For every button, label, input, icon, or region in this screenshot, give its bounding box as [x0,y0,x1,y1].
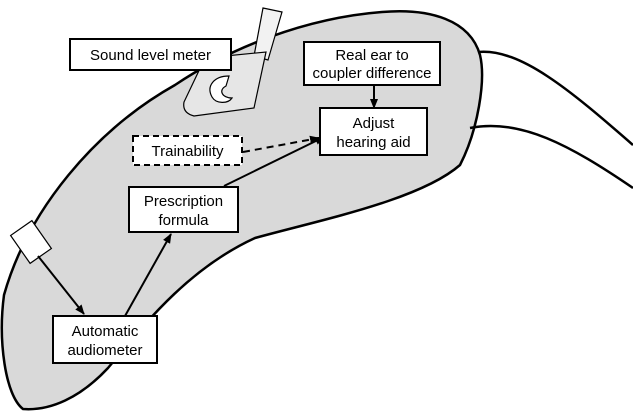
automatic-audiometer-box: Automatic audiometer [52,315,158,364]
hearing-aid-tube-upper [477,50,633,146]
prescription-label-line1: Prescription [144,193,223,210]
real-ear-box: Real ear to coupler difference [303,41,441,86]
probe-tab-icon [9,219,53,265]
arrow-probe-to-audiometer [37,255,85,315]
arrow-trainability-to-adjust [242,135,320,153]
sound-level-meter-box: Sound level meter [69,38,232,71]
prescription-label-line2: formula [158,212,209,229]
real-ear-label-line1: Real ear to [335,47,408,64]
prescription-formula-box: Prescription formula [128,186,239,233]
real-ear-label-line2: coupler difference [313,65,432,82]
hearing-aid-tube-lower [469,124,633,190]
adjust-label-line2: hearing aid [336,134,410,151]
automatic-label-line2: audiometer [67,342,142,359]
trainability-label: Trainability [152,143,224,160]
adjust-hearing-aid-box: Adjust hearing aid [319,107,428,156]
adjust-label-line1: Adjust [353,115,396,132]
trainability-box: Trainability [132,135,243,166]
arrow-audiometer-to-prescription [124,233,172,317]
arrow-prescription-to-adjust [223,136,325,187]
automatic-label-line1: Automatic [72,323,139,340]
sound-level-meter-label: Sound level meter [90,47,211,64]
